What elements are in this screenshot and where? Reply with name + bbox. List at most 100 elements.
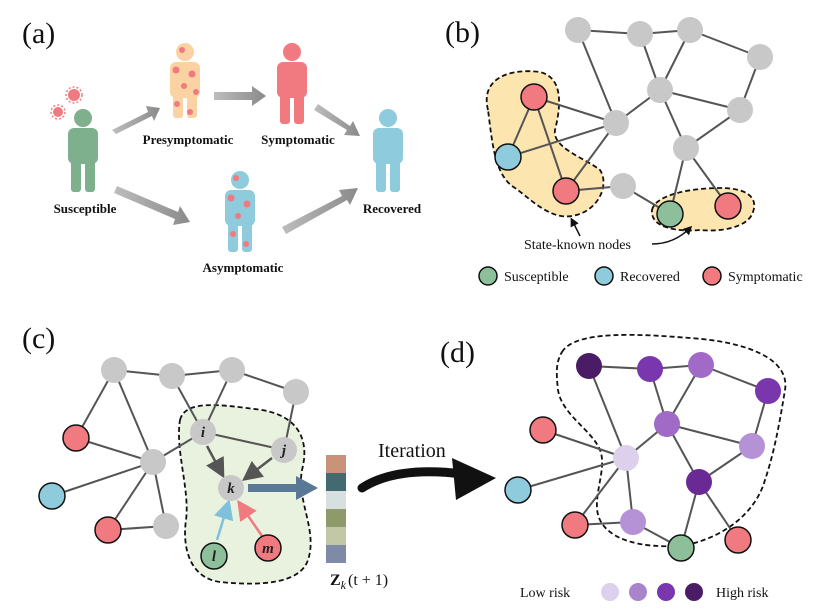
iteration-label: Iteration	[378, 440, 446, 462]
label-susceptible: Susceptible	[54, 201, 117, 216]
panel-b-nodes	[494, 17, 773, 228]
legend-label-recovered: Recovered	[620, 270, 680, 285]
message-arrow-m-to-k	[237, 499, 264, 537]
virus-icon	[50, 86, 83, 120]
recovered-node	[504, 476, 532, 504]
susceptible-node	[667, 534, 695, 562]
risk-node	[620, 509, 646, 535]
risk-high-label: High risk	[716, 586, 769, 601]
risk-legend: Low risk High risk	[520, 583, 769, 601]
panel-d-label: (d)	[440, 336, 475, 369]
symptomatic-node	[529, 416, 557, 444]
graph-node	[283, 379, 309, 405]
panel-d: (d)	[440, 333, 787, 601]
message-arrow-i-to-k	[205, 445, 225, 479]
symptomatic-node	[62, 424, 90, 452]
state-known-annotation: State-known nodes	[524, 238, 631, 253]
node-m	[254, 534, 282, 562]
transition-arrows	[112, 86, 360, 234]
risk-swatch	[685, 583, 703, 601]
legend-swatch-recovered	[594, 266, 614, 286]
graph-node	[565, 17, 591, 43]
legend-label-symptomatic: Symptomatic	[728, 270, 803, 285]
embedding-label: Zk(t + 1)	[330, 572, 388, 592]
susceptible-node	[656, 200, 684, 228]
risk-node	[686, 469, 712, 495]
graph-node	[673, 135, 699, 161]
embedding-arrow	[248, 476, 318, 500]
embedding-suffix: (t + 1)	[348, 572, 388, 589]
symptomatic-node	[724, 526, 752, 554]
graph-node	[603, 110, 629, 136]
panel-b-legend: Susceptible Recovered Symptomatic	[478, 266, 803, 286]
risk-swatches	[601, 583, 703, 601]
symptomatic-node	[94, 516, 122, 544]
graph-node	[677, 17, 703, 43]
panel-d-region	[555, 333, 787, 548]
label-recovered: Recovered	[363, 201, 422, 216]
embedding-vector	[326, 455, 346, 563]
arrow-asymptomatic-to-recovered	[282, 188, 358, 234]
panel-d-nodes	[504, 352, 781, 562]
node-label-j: j	[280, 443, 287, 459]
susceptible-person-icon	[68, 109, 98, 192]
graph-node	[219, 357, 245, 383]
arrow-symptomatic-to-recovered	[314, 104, 360, 136]
node-label-k: k	[227, 481, 235, 497]
arrow-susceptible-to-presymptomatic	[112, 106, 160, 134]
asymptomatic-person-icon	[225, 171, 255, 252]
annotation-arrow-left	[570, 217, 581, 237]
risk-node	[613, 445, 639, 471]
panel-c: (c)	[22, 322, 388, 592]
label-asymptomatic: Asymptomatic	[203, 260, 284, 275]
embedding-subscript: k	[341, 578, 347, 592]
panel-c-nodes: i j k l m	[38, 357, 309, 570]
recovered-node	[38, 482, 66, 510]
embedding-cell	[326, 473, 346, 491]
symptomatic-person-icon	[277, 43, 307, 124]
symptomatic-node	[552, 177, 580, 205]
node-l	[200, 542, 228, 570]
node-label-l: l	[212, 549, 217, 565]
node-i	[190, 419, 216, 445]
embedding-cell	[326, 491, 346, 509]
graph-node	[610, 173, 636, 199]
graph-node	[140, 449, 166, 475]
arrow-susceptible-to-asymptomatic	[114, 186, 190, 225]
graph-node	[647, 77, 673, 103]
risk-swatch	[601, 583, 619, 601]
legend-swatch-susceptible	[478, 266, 498, 286]
risk-swatch	[657, 583, 675, 601]
embedding-cell	[326, 527, 346, 545]
message-arrow-l-to-k	[214, 499, 234, 541]
risk-low-label: Low risk	[520, 586, 570, 601]
panel-c-label: (c)	[22, 322, 55, 355]
label-presymptomatic: Presymptomatic	[143, 132, 234, 147]
graph-node	[159, 363, 185, 389]
graph-node	[727, 97, 753, 123]
risk-node	[755, 378, 781, 404]
label-symptomatic: Symptomatic	[261, 132, 335, 147]
recovered-node	[494, 143, 522, 171]
graph-node	[627, 21, 653, 47]
graph-node	[153, 513, 179, 539]
embedding-cell	[326, 455, 346, 473]
recovered-person-icon	[373, 109, 403, 192]
panel-a: (a) Susceptible Pres	[22, 17, 422, 275]
annotation-arrow-right	[651, 225, 693, 245]
embedding-cell	[326, 545, 346, 563]
panel-b: (b)	[445, 16, 803, 286]
risk-node	[637, 356, 663, 382]
node-label-i: i	[201, 425, 206, 441]
iteration-arrow: Iteration	[357, 440, 496, 500]
risk-node	[739, 433, 765, 459]
graph-node	[101, 357, 127, 383]
embedding-symbol: Z	[330, 572, 341, 589]
legend-swatch-symptomatic	[702, 266, 722, 286]
legend-label-susceptible: Susceptible	[504, 270, 569, 285]
symptomatic-node	[561, 511, 589, 539]
risk-node	[688, 352, 714, 378]
panel-b-label: (b)	[445, 16, 480, 49]
node-j	[271, 437, 297, 463]
